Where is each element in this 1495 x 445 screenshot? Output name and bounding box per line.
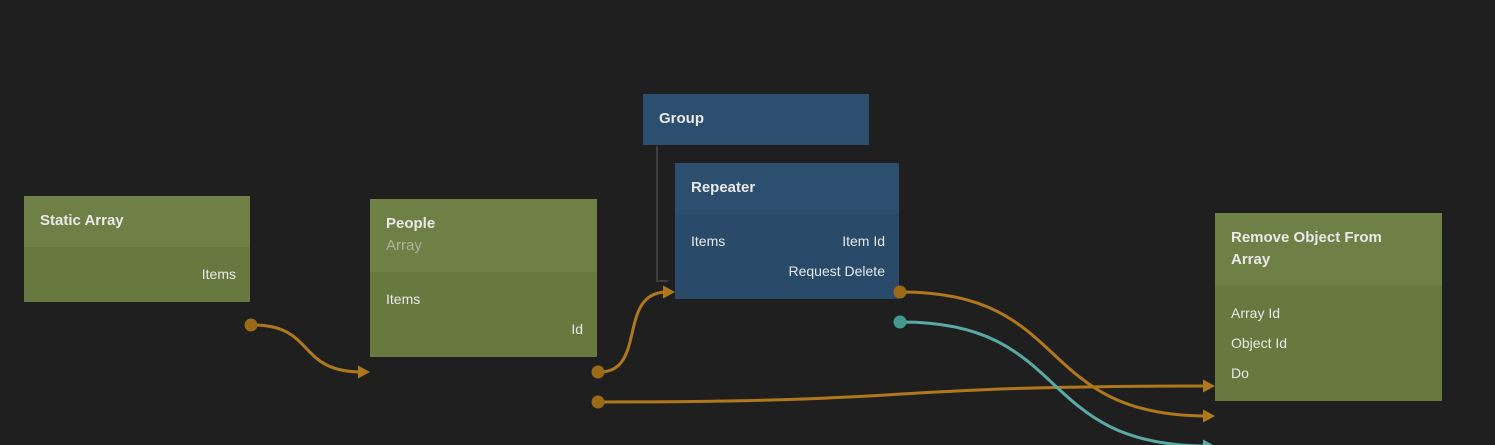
- port-row: Do: [1215, 358, 1442, 388]
- node-title: Repeater: [691, 179, 756, 196]
- node-subtitle: Array: [386, 237, 422, 254]
- node-group[interactable]: Group: [643, 94, 869, 145]
- input-port-items[interactable]: Items: [386, 291, 421, 307]
- port-row: Request Delete: [675, 256, 899, 286]
- port-row: Array Id: [1215, 298, 1442, 328]
- port-row: Items: [24, 259, 250, 289]
- node-title: Static Array: [40, 212, 124, 229]
- node-title: People: [386, 215, 436, 232]
- node-header[interactable]: Repeater: [675, 163, 899, 214]
- output-port-id[interactable]: Id: [571, 321, 583, 337]
- port-row: Items Item Id: [675, 226, 899, 256]
- node-title: Group: [659, 110, 704, 127]
- input-port-do[interactable]: Do: [1231, 365, 1249, 381]
- node-header[interactable]: Remove Object From Array: [1215, 213, 1442, 286]
- node-body: Items: [24, 247, 250, 302]
- node-title: Remove Object From Array: [1231, 229, 1382, 268]
- input-port-items[interactable]: Items: [691, 233, 726, 249]
- port-row: Object Id: [1215, 328, 1442, 358]
- node-header[interactable]: Group: [643, 94, 869, 145]
- input-port-array-id[interactable]: Array Id: [1231, 305, 1281, 321]
- output-port-request-delete[interactable]: Request Delete: [788, 263, 885, 279]
- node-body: Array Id Object Id Do: [1215, 286, 1442, 401]
- output-port-item-id[interactable]: Item Id: [842, 233, 885, 249]
- node-header[interactable]: Static Array: [24, 196, 250, 247]
- output-port-items[interactable]: Items: [201, 266, 236, 282]
- port-row: Id: [370, 314, 597, 344]
- node-body: Items Item Id Request Delete: [675, 214, 899, 299]
- input-port-object-id[interactable]: Object Id: [1231, 335, 1288, 351]
- port-row: Items: [370, 284, 597, 314]
